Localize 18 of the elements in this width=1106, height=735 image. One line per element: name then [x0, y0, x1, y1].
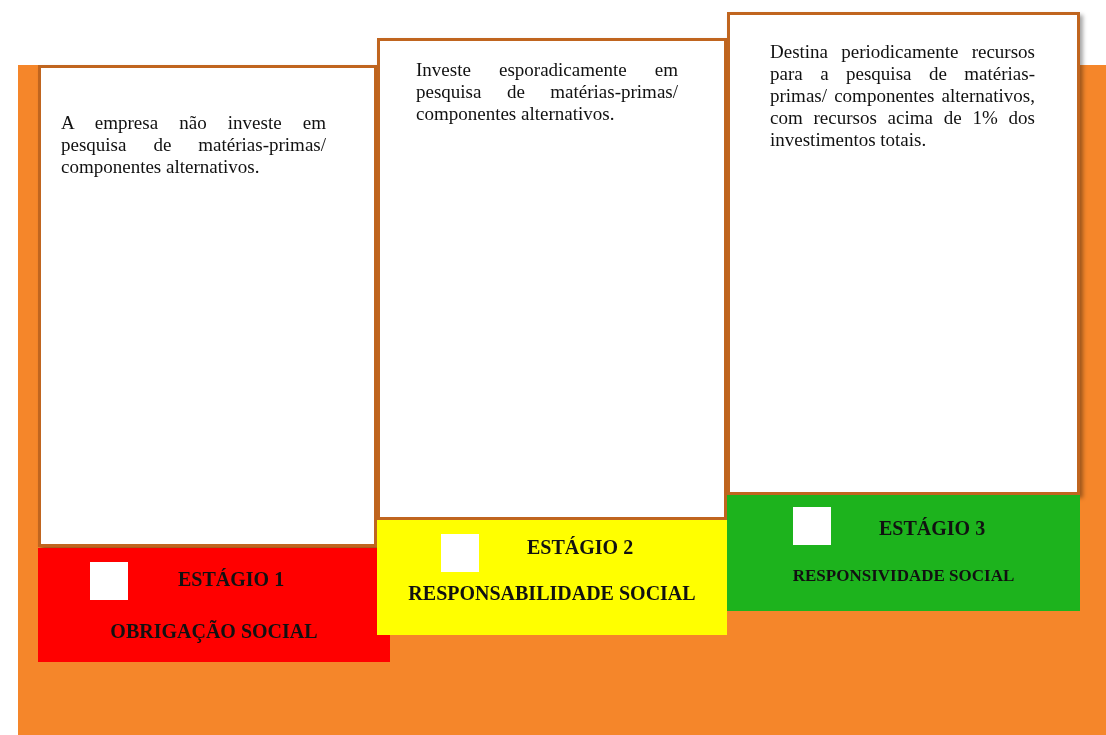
description-text: A empresa não investe em pesquisa de matérias-primas/ componentes alternativos. [61, 112, 326, 178]
description-text: Destina periodicamente recursos para a pesquisa de matérias-primas/ componentes alternativos, com recursos acima de 1% dos investimentos totais. [770, 41, 1035, 151]
blank-square [441, 534, 479, 572]
stage-heading: ESTÁGIO 3 [879, 517, 986, 540]
stage-heading: ESTÁGIO 1 [178, 568, 285, 591]
blank-square [793, 507, 831, 545]
stage-panel [377, 520, 727, 635]
description-text: Investe esporadicamente em pesquisa de matérias-primas/ componentes alternativos. [416, 59, 678, 125]
stage-name: RESPONSIVIDADE SOCIAL [791, 565, 1016, 587]
text-card [38, 65, 377, 547]
blank-square [90, 562, 128, 600]
stage-panel [727, 495, 1080, 611]
stage-name: OBRIGAÇÃO SOCIAL [109, 620, 319, 642]
stage-panel [38, 548, 390, 662]
stage-heading: ESTÁGIO 2 [527, 536, 634, 559]
text-card [727, 12, 1080, 495]
stage-name: RESPONSABILIDADE SOCIAL [407, 582, 697, 604]
text-card [377, 38, 727, 520]
